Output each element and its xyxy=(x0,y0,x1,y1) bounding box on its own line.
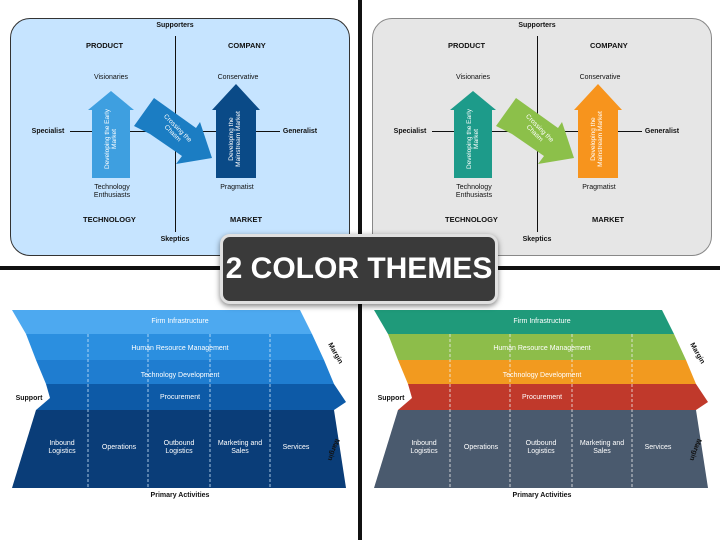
crossing-chasm-arrow xyxy=(134,98,212,164)
specialist-label-2: Specialist xyxy=(393,128,427,135)
primary-activities-band-2 xyxy=(374,410,708,488)
firm-infrastructure-band-2 xyxy=(374,310,674,334)
company-label-2: COMPANY xyxy=(590,41,628,50)
procurement-band xyxy=(36,384,346,410)
skeptics-label: Skeptics xyxy=(160,236,190,243)
value-chain-blue xyxy=(12,310,346,488)
primary-activities-label: Primary Activities xyxy=(150,492,210,499)
hr-management-band xyxy=(26,334,324,360)
supporters-label: Supporters xyxy=(156,22,194,29)
support-label: Support xyxy=(15,395,43,402)
hr-management-label: Human Resource Management xyxy=(131,345,229,352)
pragmatist-label: Pragmatist xyxy=(220,184,254,191)
procurement-band-2 xyxy=(398,384,708,410)
pragmatist-label-2: Pragmatist xyxy=(582,184,616,191)
tech-development-label: Technology Development xyxy=(140,372,220,379)
mainstream-market-arrow xyxy=(212,84,260,178)
visionaries-label: Visionaries xyxy=(93,74,129,81)
hr-management-label-2: Human Resource Management xyxy=(493,345,591,352)
crossing-chasm-arrow-2 xyxy=(496,98,574,164)
technology-label: TECHNOLOGY xyxy=(83,215,136,224)
generalist-label-2: Generalist xyxy=(644,128,680,135)
primary-activities-band xyxy=(12,410,346,488)
mainstream-market-arrow-2 xyxy=(574,84,622,178)
supporters-label-2: Supporters xyxy=(518,22,556,29)
tech-development-label-2: Technology Development xyxy=(502,372,582,379)
firm-infrastructure-label: Firm Infrastructure xyxy=(151,318,209,325)
product-label-2: PRODUCT xyxy=(448,41,486,50)
firm-infrastructure-band xyxy=(12,310,312,334)
hr-management-band-2 xyxy=(388,334,686,360)
firm-infrastructure-label-2: Firm Infrastructure xyxy=(513,318,571,325)
services-label: Services xyxy=(282,444,310,451)
generalist-label: Generalist xyxy=(282,128,318,135)
visionaries-label-2: Visionaries xyxy=(455,74,491,81)
early-market-arrow xyxy=(88,91,134,178)
chasm-arrows-multicolor xyxy=(450,84,622,178)
tech-development-band-2 xyxy=(398,360,696,384)
procurement-label-2: Procurement xyxy=(521,394,563,401)
market-label-2: MARKET xyxy=(592,215,625,224)
specialist-label: Specialist xyxy=(31,128,65,135)
operations-label-2: Operations xyxy=(463,444,499,451)
conservative-label: Conservative xyxy=(217,74,259,81)
services-label-2: Services xyxy=(644,444,672,451)
color-themes-banner: 2 COLOR THEMES xyxy=(220,234,498,304)
conservative-label-2: Conservative xyxy=(579,74,621,81)
procurement-label: Procurement xyxy=(159,394,201,401)
product-label: PRODUCT xyxy=(86,41,124,50)
chasm-arrows-blue xyxy=(88,84,260,178)
market-label: MARKET xyxy=(230,215,263,224)
skeptics-label-2: Skeptics xyxy=(522,236,552,243)
support-label-2: Support xyxy=(377,395,405,402)
technology-label-2: TECHNOLOGY xyxy=(445,215,498,224)
primary-activities-label-2: Primary Activities xyxy=(512,492,572,499)
banner-title: 2 COLOR THEMES xyxy=(225,252,493,285)
early-market-arrow-2 xyxy=(450,91,496,178)
value-chain-multicolor xyxy=(374,310,708,488)
company-label: COMPANY xyxy=(228,41,266,50)
tech-development-band xyxy=(36,360,334,384)
operations-label: Operations xyxy=(101,444,137,451)
